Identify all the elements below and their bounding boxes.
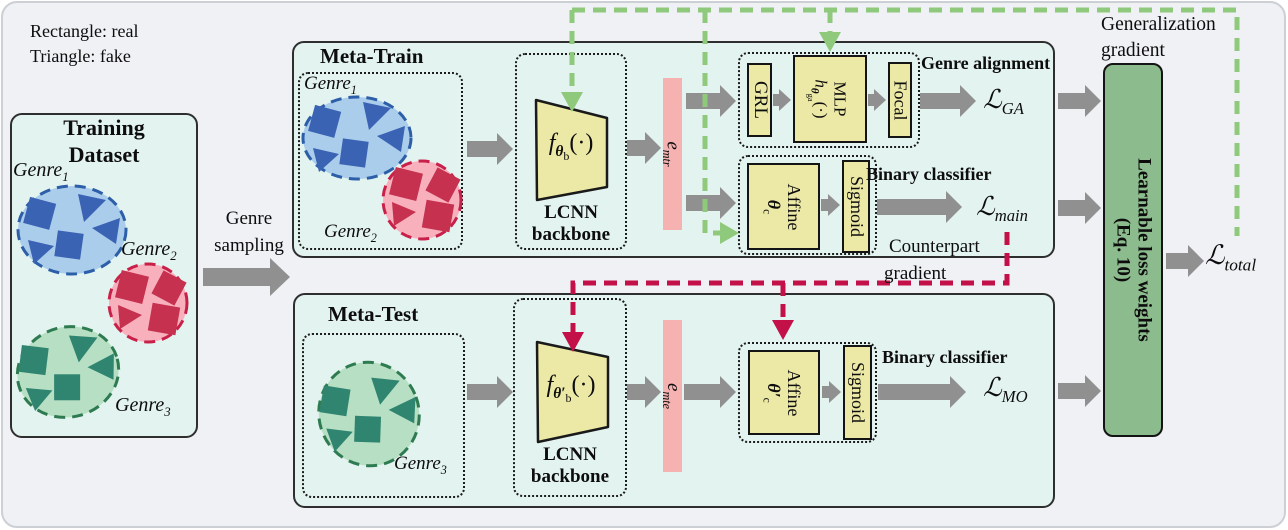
- meta-train-title: Meta-Train: [320, 44, 424, 68]
- genre-alignment-module-box: [738, 52, 920, 148]
- red-arrowhead: [772, 320, 794, 340]
- meta-train-genre2-label: Genre2: [324, 221, 377, 245]
- genre-sampling-label-line2: sampling: [214, 235, 284, 256]
- meta-test-backbone-box: [513, 298, 627, 497]
- flow-arrow: [773, 89, 791, 111]
- counterpart-gradient-label-line1: Counterpart: [889, 236, 980, 257]
- training-dataset-title-line2: Dataset: [68, 142, 140, 167]
- training-genre2-cluster: [107, 262, 189, 344]
- legend-rectangle-real: Rectangle: real: [30, 21, 139, 41]
- generalization-gradient-label-line1: Generalization: [1101, 14, 1216, 35]
- flow-arrow: [627, 132, 661, 164]
- flow-arrow: [1058, 192, 1101, 224]
- generalization-gradient-path: [561, 7, 1240, 244]
- meta-test-genre3-label: Genre3: [394, 453, 447, 477]
- meta-train-genre1-cluster: [301, 95, 413, 181]
- affine-module: Affine θc: [747, 163, 820, 250]
- meta-test-binary-classifier-label: Binary classifier: [882, 347, 1008, 367]
- grl-module: GRL: [747, 63, 772, 137]
- green-arrowhead: [561, 92, 583, 112]
- red-arrowhead: [562, 332, 584, 352]
- flow-arrow: [878, 376, 966, 408]
- training-genre2-label: Genre2: [121, 238, 177, 263]
- meta-test-backbone-fn: fθ′b(·): [546, 372, 596, 405]
- meta-train-lcnn-trapezoid: [534, 98, 609, 202]
- loss-mo: ℒMO: [983, 373, 1028, 407]
- flow-arrow: [821, 194, 840, 216]
- meta-test-lcnn-trapezoid: [535, 340, 610, 444]
- genre-sampling-label-line1: Genre: [225, 208, 273, 229]
- training-dataset-title-line1: Training: [63, 115, 145, 140]
- meta-train-binary-classifier-label: Binary classifier: [866, 164, 992, 184]
- flow-arrow: [467, 133, 513, 165]
- training-genre1-cluster: [16, 184, 128, 276]
- meta-train-sample-box: [298, 72, 463, 250]
- generalization-gradient-label-line2: gradient: [1101, 40, 1165, 61]
- training-genre1-label: Genre1: [13, 159, 69, 184]
- counterpart-gradient-label-line2: gradient: [884, 263, 947, 284]
- flow-arrow: [868, 89, 886, 111]
- flow-arrow: [822, 381, 841, 403]
- sigmoid-module: Sigmoid: [842, 160, 870, 253]
- meta-test-classifier-box: [738, 342, 877, 443]
- flow-arrow: [1058, 85, 1101, 117]
- flow-arrow: [686, 85, 736, 117]
- counterpart-gradient-path: [562, 232, 1010, 352]
- meta-train-classifier-box: [738, 155, 877, 255]
- training-genre3-cluster: [14, 325, 121, 419]
- embedding-mtr-bar: emtr: [660, 78, 684, 230]
- loss-total: ℒtotal: [1205, 240, 1257, 275]
- flow-arrow: [920, 85, 976, 117]
- meta-train-genre1-label: Genre1: [304, 73, 357, 97]
- flow-arrow: [627, 376, 661, 408]
- mlp-module: MLP hθga(·): [793, 55, 867, 143]
- loss-ga: ℒGA: [983, 85, 1024, 119]
- meta-train-backbone-label-line1: LCNN: [544, 202, 598, 223]
- loss-main: ℒmain: [976, 192, 1028, 226]
- meta-train-genre2-cluster: [381, 159, 463, 241]
- meta-test-backbone-label-line2: backbone: [530, 466, 610, 487]
- green-arrowhead: [819, 32, 841, 52]
- meta-test-sigmoid-module: Sigmoid: [843, 345, 872, 440]
- meta-train-backbone-label-line2: backbone: [531, 224, 611, 245]
- meta-test-affine-module: Affine θ′c: [748, 350, 820, 435]
- training-genre3-label: Genre3: [115, 394, 171, 419]
- focal-module: Focal: [888, 62, 912, 138]
- meta-test-title: Meta-Test: [328, 302, 419, 326]
- flow-arrow: [684, 376, 736, 408]
- legend-triangle-fake: Triangle: fake: [30, 46, 131, 66]
- flow-arrow: [1058, 375, 1101, 407]
- green-arrowhead: [720, 222, 739, 244]
- flow-arrow: [467, 376, 513, 408]
- meta-test-genre3-cluster: [316, 360, 421, 468]
- embedding-mte-bar: emte: [660, 320, 684, 472]
- meta-test-backbone-label-line1: LCNN: [543, 444, 597, 465]
- flow-arrow: [1166, 245, 1204, 277]
- flow-arrow: [203, 258, 290, 296]
- flow-arrows: [203, 85, 1204, 408]
- genre-alignment-label: Genre alignment: [921, 53, 1051, 73]
- loss-weights-box: Learnable loss weights (Eq. 10): [1103, 63, 1163, 437]
- flow-arrow: [877, 191, 962, 223]
- flow-arrow: [686, 187, 736, 219]
- meta-test-sample-box: [302, 333, 465, 498]
- meta-train-backbone-fn: fθb(·): [548, 130, 594, 163]
